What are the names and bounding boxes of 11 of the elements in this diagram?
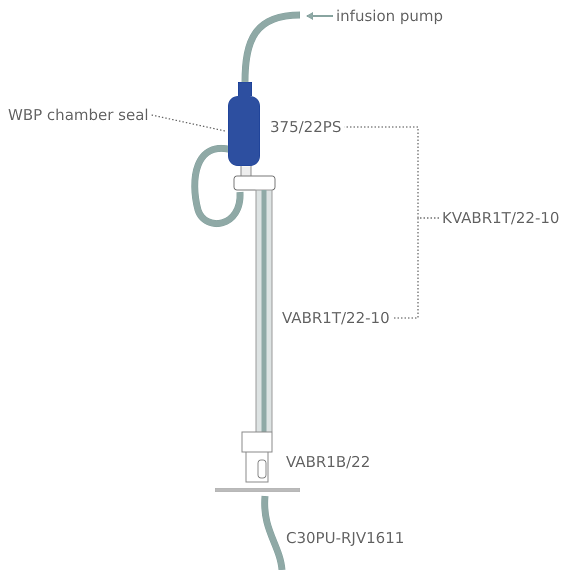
part-number: C30PU-RJV1611 (286, 529, 404, 547)
callout-text: WBP chamber seal (8, 106, 149, 124)
part-number: KVABR1T/22-10 (442, 209, 560, 227)
leader-line (151, 114, 226, 132)
chamber-seal-drawing (228, 96, 260, 166)
part-number: VABR1B/22 (286, 453, 370, 471)
callout-text: infusion pump (336, 7, 444, 25)
arrow (306, 12, 333, 20)
part-number: VABR1T/22-10 (282, 309, 390, 327)
part-number: 375/22PS (270, 118, 342, 136)
leader-line (392, 217, 439, 319)
